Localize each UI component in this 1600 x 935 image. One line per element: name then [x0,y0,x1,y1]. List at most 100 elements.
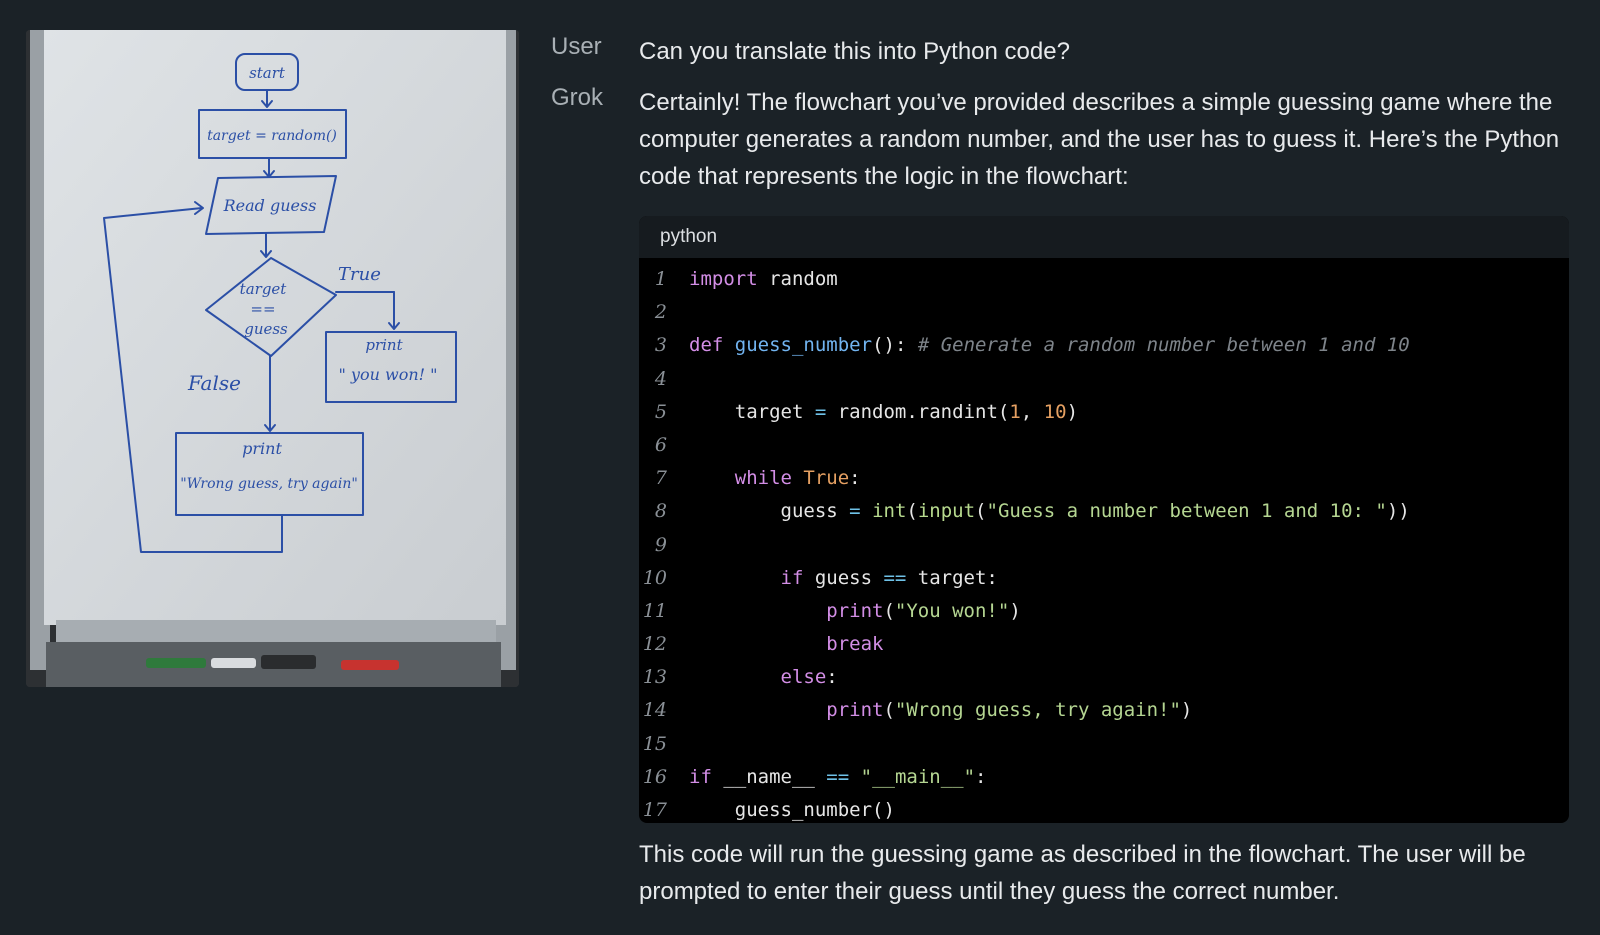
print-wrong-line-1: print [242,439,282,458]
node-start: start [249,64,286,82]
token-number: 1 [1009,400,1021,423]
token-keyword: print [689,599,884,622]
line-number: 14 [642,699,667,722]
node-target-assign: target = random() [207,128,337,144]
speaker-label-user: User [551,33,602,60]
code-text: def guess_number(): # Generate a random … [689,329,1410,362]
token-keyword: if [689,566,804,589]
line-number: 15 [642,732,667,755]
white-marker [211,658,256,668]
token-text: ( [975,500,987,523]
code-line: 14 print("Wrong guess, try again!") [639,694,1569,727]
code-line: 6 [639,429,1569,462]
token-text: : [826,666,838,689]
token-string: "Wrong guess, try again!" [894,699,1181,722]
code-line: 8 guess = int(input("Guess a number betw… [639,495,1569,528]
token-operator: == [883,566,907,589]
token-keyword: break [689,633,884,656]
code-text: import random [689,263,838,296]
line-number: 1 [654,268,667,290]
code-line: 9 [639,529,1569,562]
code-line: 13 else: [639,661,1569,694]
token-text [849,766,860,788]
code-line: 5 target = random.randint(1, 10) [639,396,1569,429]
token-text: guess [689,500,850,523]
user-message: Can you translate this into Python code? [639,38,1070,65]
print-won-line-2: " you won! " [338,365,437,384]
token-text: ( [906,500,918,523]
token-text: ( [883,599,895,622]
token-text: ) [1180,699,1193,722]
token-comment: # Generate a random number between 1 and… [917,334,1410,357]
code-line: 11 print("You won!") [639,595,1569,628]
decision-line-3: guess [244,320,288,338]
token-text: target [689,400,815,423]
token-operator: = [814,400,827,423]
token-text: (): [872,334,918,357]
whiteboard-surface [44,30,506,625]
code-line: 16 if __name__ == "__main__": [639,761,1569,794]
line-number: 12 [642,633,667,656]
token-string: "You won!" [894,599,1010,622]
print-wrong-line-2: "Wrong guess, try again" [180,476,358,492]
code-text: while True: [689,462,861,495]
green-marker [146,658,206,668]
assistant-message-intro: Certainly! The flowchart you’ve provided… [639,89,1560,190]
code-text: guess_number() [689,794,895,823]
flowchart-lines [103,53,457,553]
code-text: if guess == target: [689,562,998,595]
token-string: "__main__" [860,765,976,788]
token-number: 10 [1043,400,1067,423]
token-keyword: print [689,699,884,722]
whiteboard-flowchart: start target = random() Read guess targe… [26,30,519,687]
token-text: random.randint( [826,400,1010,423]
code-text: target = random.randint(1, 10) [689,396,1078,429]
code-text: if __name__ == "__main__": [689,761,986,794]
token-text: guess [803,566,884,589]
line-number: 8 [654,500,667,523]
code-text: print("You won!") [689,595,1021,628]
token-text [792,467,803,489]
node-read-guess: Read guess [223,196,317,215]
line-number: 16 [642,765,667,788]
token-text: random [757,268,838,290]
line-number: 6 [654,433,667,456]
token-keyword: else [689,666,827,689]
token-text [861,500,872,522]
speaker-label-assistant: Grok [551,84,604,111]
token-constant: True [803,467,850,490]
code-text: print("Wrong guess, try again!") [689,694,1192,727]
token-operator: == [826,765,850,788]
assistant-message-outro: This code will run the guessing game as … [639,841,1526,905]
token-builtin: input [917,500,976,523]
line-number: 11 [642,599,667,622]
token-string: "Guess a number between 1 and 10: " [986,500,1387,523]
eraser [261,655,316,669]
print-won-line-1: print [365,336,403,354]
token-text: ) [1009,599,1021,622]
code-line: 2 [639,296,1569,329]
decision-line-1: target [240,280,288,298]
code-line: 7 while True: [639,462,1569,495]
code-text: guess = int(input("Guess a number betwee… [689,495,1410,528]
code-line: 12 break [639,628,1569,661]
token-operator: = [849,500,861,523]
marker-tray [56,620,496,642]
code-text: else: [689,661,838,694]
token-text: target: [906,566,998,589]
code-line: 17 guess_number() [639,794,1569,823]
red-marker [341,660,399,670]
token-text: guess_number() [689,799,895,821]
attached-image-whiteboard[interactable]: start target = random() Read guess targe… [26,30,519,687]
token-keyword: import [689,268,758,290]
code-text: break [689,628,883,661]
line-number: 7 [654,467,667,490]
token-builtin: int [872,500,907,523]
code-line: 1 import random [639,263,1569,296]
token-keyword: if [689,765,712,788]
token-function: guess_number [734,334,873,357]
line-number: 4 [654,367,667,390]
token-keyword: while [689,467,792,490]
